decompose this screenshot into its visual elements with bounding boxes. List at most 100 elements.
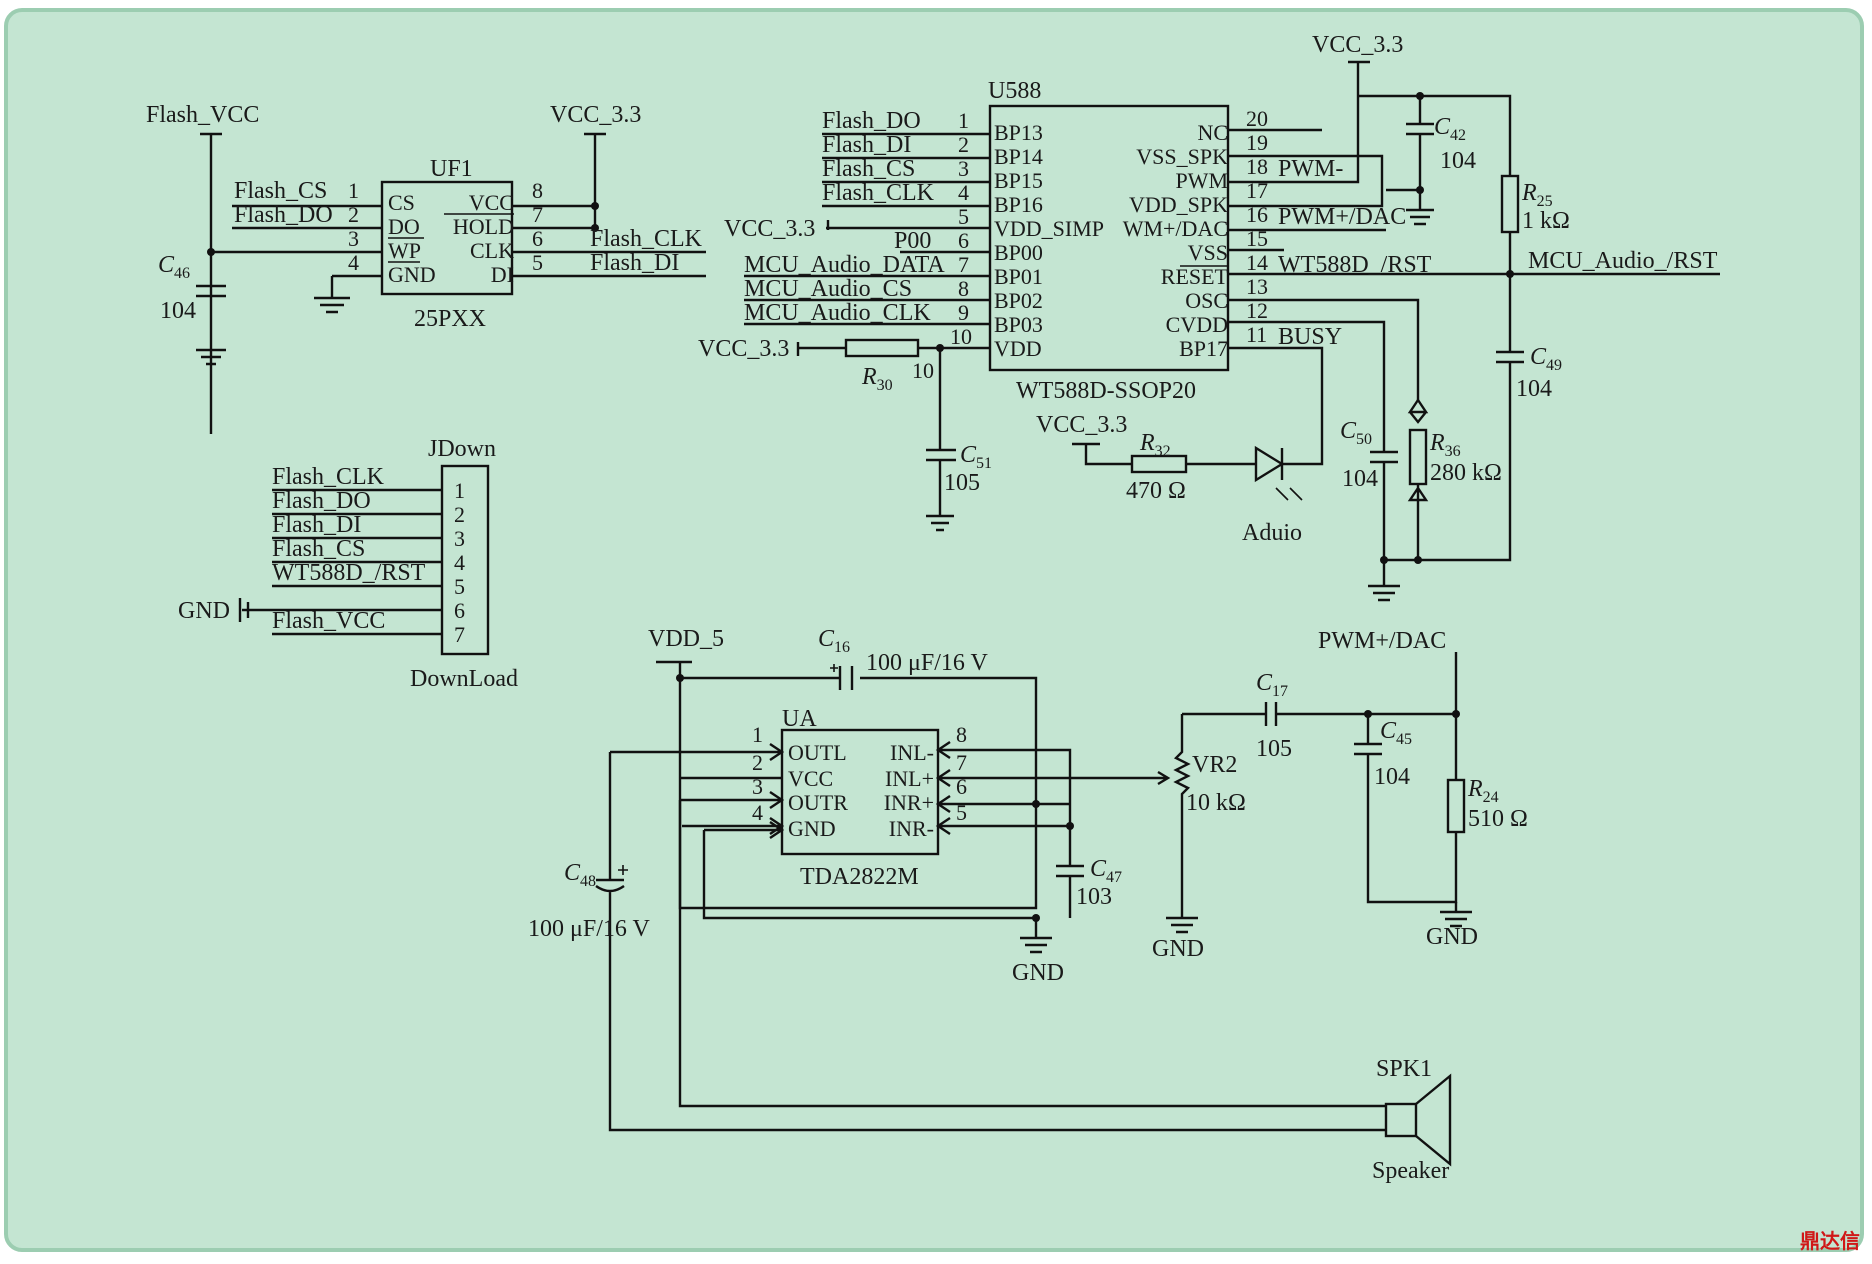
ua-ref: UA: [782, 706, 817, 732]
jdown-connector: [238, 464, 490, 656]
svg-text:C49: C49: [1530, 344, 1562, 374]
uf1-pin-clk: CLK: [470, 238, 514, 263]
svg-text:104: 104: [1342, 466, 1378, 492]
ua-pin-inl-plus: INL+: [885, 766, 934, 791]
schematic-panel: [4, 8, 1864, 1252]
ua-pin-inr-plus: INR+: [884, 790, 934, 815]
u588-num-9: 9: [958, 300, 969, 325]
filter-network: [1150, 652, 1472, 934]
u588-part: WT588D-SSOP20: [1016, 378, 1196, 404]
jdown-texts: JDown DownLoad Flash_CLK Flash_DO Flash_…: [272, 436, 518, 692]
ua-pin-outl: OUTL: [788, 740, 847, 765]
svg-text:R25: R25: [1521, 180, 1553, 210]
u588-num-2: 2: [958, 132, 969, 157]
svg-text:R30: R30: [861, 364, 893, 394]
c51-label: C51 105: [944, 442, 992, 496]
u588-pin-vss: VSS: [1188, 240, 1228, 265]
pwm-dac-label: PWM+/DAC: [1318, 628, 1446, 654]
gnd-label-vr2: GND: [1152, 936, 1204, 962]
u588-net-pwm-dac: PWM+/DAC: [1278, 204, 1406, 230]
u588-net-5: VCC_3.3: [724, 216, 815, 242]
svg-text:104: 104: [1516, 376, 1552, 402]
uf1-ref: UF1: [430, 156, 473, 182]
u588-pin-bp03: BP03: [994, 312, 1043, 337]
jdown-num-3: 3: [454, 526, 465, 551]
u588-num-8: 8: [958, 276, 969, 301]
c46-label: C46 104: [158, 252, 196, 324]
svg-text:1 kΩ: 1 kΩ: [1522, 208, 1570, 234]
svg-text:C47: C47: [1090, 856, 1122, 886]
jdown-net-7: Flash_VCC: [272, 608, 385, 634]
c16-label: C16 100 μF/16 V: [818, 626, 988, 676]
uf1-pin-vcc: VCC: [469, 190, 514, 215]
u588-num-20: 20: [1246, 106, 1268, 131]
uf1-net-left-2: Flash_DO: [234, 202, 333, 228]
uf1-num-4: 4: [348, 250, 359, 275]
ua-part: TDA2822M: [800, 864, 919, 890]
ua-num-6: 6: [956, 774, 967, 799]
u588-texts: U588 WT588D-SSOP20 Flash_DO Flash_DI Fla…: [698, 78, 1432, 404]
svg-text:280 kΩ: 280 kΩ: [1430, 460, 1502, 486]
u588-net-8: MCU_Audio_CS: [744, 276, 912, 302]
vcc33-label-top: VCC_3.3: [1312, 32, 1403, 58]
u588-net-2: Flash_DI: [822, 132, 911, 158]
svg-text:10 kΩ: 10 kΩ: [1186, 790, 1246, 816]
svg-text:C46: C46: [158, 252, 190, 282]
ua-num-7: 7: [956, 750, 967, 775]
u588-net-7: MCU_Audio_DATA: [744, 252, 945, 278]
u588-num-3: 3: [958, 156, 969, 181]
speaker-label: Speaker: [1372, 1158, 1449, 1184]
jdown-num-4: 4: [454, 550, 465, 575]
r24-label: R24 510 Ω: [1467, 776, 1528, 832]
svg-text:105: 105: [944, 470, 980, 496]
uf1-num-7: 7: [532, 202, 543, 227]
uf1-net-di: Flash_DI: [590, 250, 679, 276]
vr2-label: VR2 10 kΩ: [1186, 752, 1246, 816]
uf1-pin-wp: WP: [388, 238, 421, 263]
u588-num-15: 15: [1246, 226, 1268, 251]
r32-label: R32 470 Ω: [1126, 430, 1186, 504]
u588-pin-nc: NC: [1197, 120, 1228, 145]
svg-text:104: 104: [160, 298, 196, 324]
c48-label: C48 100 μF/16 V: [528, 860, 650, 942]
ua-pin-vcc: VCC: [788, 766, 833, 791]
ua-num-8: 8: [956, 722, 967, 747]
u588-pin-vdd-spk: VDD_SPK: [1129, 192, 1228, 217]
svg-text:C51: C51: [960, 442, 992, 472]
uf1-num-5: 5: [532, 250, 543, 275]
u588-pin-wm-dac: WM+/DAC: [1123, 216, 1228, 241]
gnd-label-r24: GND: [1426, 924, 1478, 950]
jdown-num-7: 7: [454, 622, 465, 647]
net-labels: Flash_VCC VCC_3.3 VCC_3.3 VCC_3.3 Aduio …: [146, 32, 1718, 1184]
ua-pin-outr: OUTR: [788, 790, 848, 815]
u588-num-14: 14: [1246, 250, 1268, 275]
u588-pin-vss-spk: VSS_SPK: [1136, 144, 1228, 169]
uf1-pin-cs: CS: [388, 190, 415, 215]
svg-text:100 μF/16 V: 100 μF/16 V: [866, 650, 988, 676]
u588-num-16: 16: [1246, 202, 1268, 227]
svg-text:C45: C45: [1380, 718, 1412, 748]
ua-texts: UA TDA2822M 1 2 3 4 OUTL VCC OUTR GND IN…: [752, 706, 967, 890]
svg-text:R32: R32: [1139, 430, 1171, 460]
aduio-label: Aduio: [1242, 520, 1302, 546]
jdown-num-5: 5: [454, 574, 465, 599]
u588-num-11: 11: [1246, 322, 1267, 347]
u588-num-7: 7: [958, 252, 969, 277]
jdown-num-1: 1: [454, 478, 465, 503]
u588-pin-bp14: BP14: [994, 144, 1043, 169]
uf1-texts: UF1 25PXX Flash_CS Flash_DO 1 2 3 4 CS D…: [234, 156, 703, 332]
u588-net-4: Flash_CLK: [822, 180, 935, 206]
jdown-part: DownLoad: [410, 666, 518, 692]
r25-label: R25 1 kΩ: [1521, 180, 1570, 234]
jdown-net-2: Flash_DO: [272, 488, 371, 514]
r30-label: R30: [861, 364, 893, 394]
uf1-pin-do: DO: [388, 214, 420, 239]
c49-label: C49 104: [1516, 344, 1562, 402]
u588-pin-bp16: BP16: [994, 192, 1043, 217]
svg-text:105: 105: [1256, 736, 1292, 762]
u588-pin-bp02: BP02: [994, 288, 1043, 313]
mcu-rst-label: MCU_Audio_/RST: [1528, 248, 1718, 274]
u588-net-9: MCU_Audio_CLK: [744, 300, 931, 326]
u588-net-pwm-minus: PWM-: [1278, 156, 1343, 182]
